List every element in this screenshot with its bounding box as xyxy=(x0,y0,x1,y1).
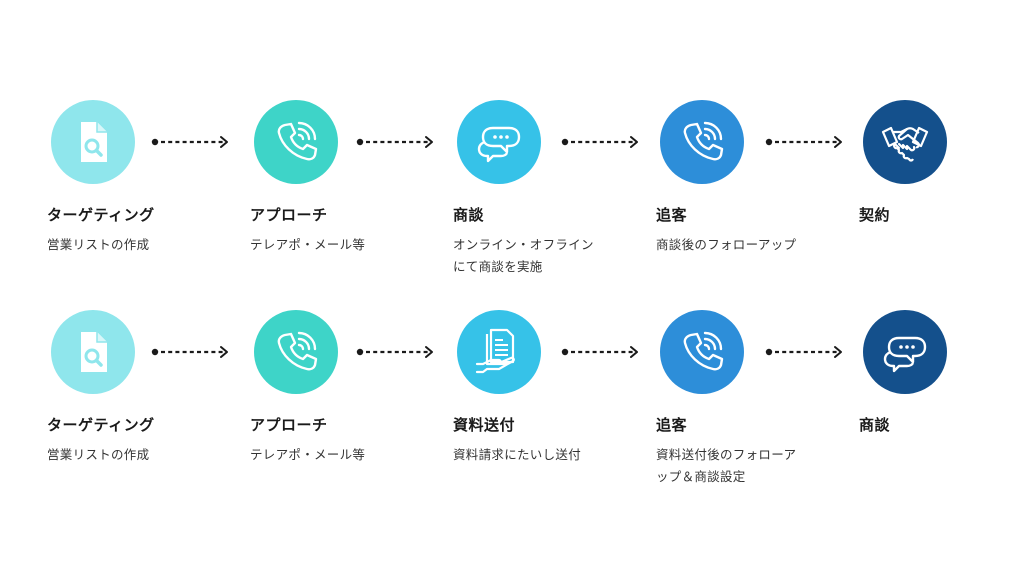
step-desc: 商談後のフォローアップ xyxy=(656,237,797,252)
step-desc: テレアポ・メール等 xyxy=(250,447,366,462)
step-circle xyxy=(660,100,744,184)
step-title: ターゲティング xyxy=(47,416,155,434)
step-title: アプローチ xyxy=(250,416,328,434)
step-title: 契約 xyxy=(859,206,891,224)
chat-bubbles-icon xyxy=(879,326,931,378)
step-desc: 資料請求にたいし送付 xyxy=(453,447,582,462)
dotted-arrow xyxy=(356,345,438,359)
step-title: 商談 xyxy=(859,416,891,434)
step-circle xyxy=(863,310,947,394)
dotted-arrow xyxy=(765,135,847,149)
step-circle xyxy=(863,100,947,184)
step-desc: 営業リストの作成 xyxy=(47,447,150,462)
phone-icon xyxy=(270,326,322,378)
handshake-icon xyxy=(879,116,931,168)
step-circle xyxy=(457,100,541,184)
dotted-arrow-icon xyxy=(151,135,233,149)
document-hand-icon xyxy=(473,326,525,378)
dotted-arrow xyxy=(561,345,643,359)
dotted-arrow-icon xyxy=(561,135,643,149)
dotted-arrow xyxy=(151,135,233,149)
step-title: ターゲティング xyxy=(47,206,155,224)
dotted-arrow-icon xyxy=(561,345,643,359)
step-title: 商談 xyxy=(453,206,485,224)
dotted-arrow-icon xyxy=(765,345,847,359)
step-desc: テレアポ・メール等 xyxy=(250,237,366,252)
step-circle xyxy=(457,310,541,394)
flow-row-2: ターゲティング 営業リストの作成 アプローチ テレアポ・メール等 資料送付 資料… xyxy=(0,310,1024,510)
step-desc: 資料送付後のフォローア ップ＆商談設定 xyxy=(656,447,797,484)
step-circle xyxy=(254,100,338,184)
step-title: 追客 xyxy=(656,206,688,224)
dotted-arrow xyxy=(356,135,438,149)
document-search-icon xyxy=(67,326,119,378)
chat-bubbles-icon xyxy=(473,116,525,168)
step-title: 追客 xyxy=(656,416,688,434)
flow-row-1: ターゲティング 営業リストの作成 アプローチ テレアポ・メール等 商談 オンライ… xyxy=(0,100,1024,300)
step-desc: 営業リストの作成 xyxy=(47,237,150,252)
dotted-arrow xyxy=(561,135,643,149)
dotted-arrow xyxy=(151,345,233,359)
dotted-arrow-icon xyxy=(151,345,233,359)
step-circle xyxy=(254,310,338,394)
dotted-arrow xyxy=(765,345,847,359)
phone-icon xyxy=(676,326,728,378)
document-search-icon xyxy=(67,116,119,168)
dotted-arrow-icon xyxy=(356,345,438,359)
step-circle xyxy=(51,100,135,184)
step-circle xyxy=(660,310,744,394)
step-desc: オンライン・オフライン にて商談を実施 xyxy=(453,237,594,274)
phone-icon xyxy=(270,116,322,168)
dotted-arrow-icon xyxy=(356,135,438,149)
step-title: 資料送付 xyxy=(453,416,516,434)
dotted-arrow-icon xyxy=(765,135,847,149)
step-title: アプローチ xyxy=(250,206,328,224)
phone-icon xyxy=(676,116,728,168)
step-circle xyxy=(51,310,135,394)
